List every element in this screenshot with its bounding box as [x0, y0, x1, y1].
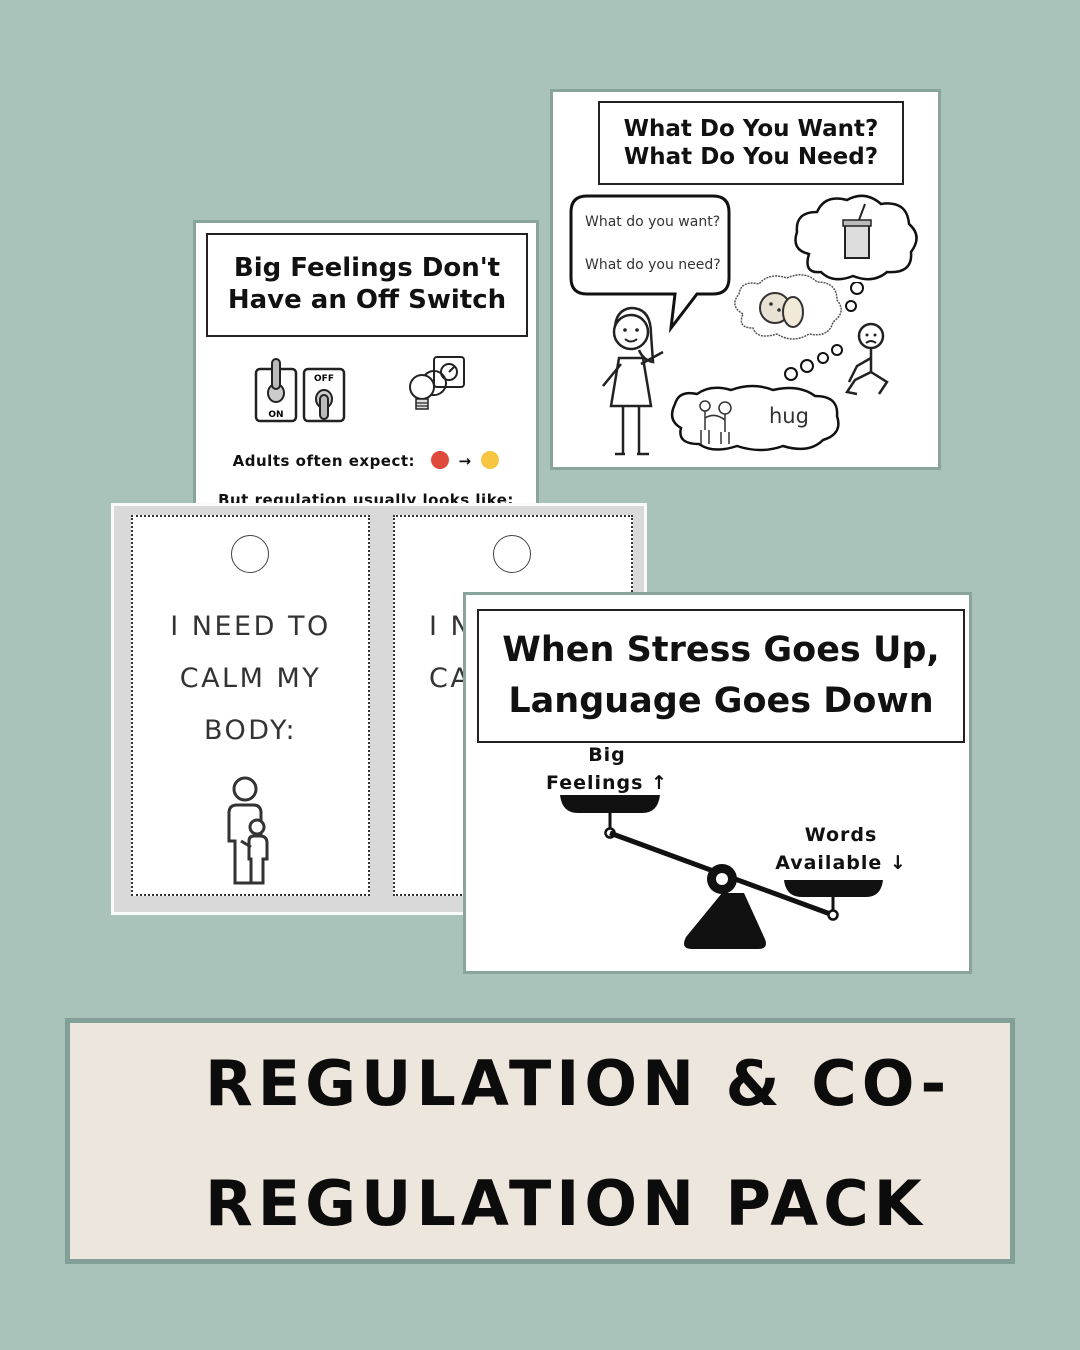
- title-line-1: When Stress Goes Up,: [502, 630, 940, 671]
- dimmer-bulb-icon: [409, 356, 465, 410]
- pack-title-banner: REGULATION & CO- REGULATION PACK: [65, 1018, 1015, 1264]
- words-available-label: Words Available ↓: [766, 821, 916, 877]
- banner-line-2: REGULATION PACK: [205, 1167, 927, 1240]
- card-stress-language: When Stress Goes Up, Language Goes Down …: [463, 592, 972, 974]
- adults-expect-text: Adults often expect:: [232, 452, 416, 470]
- hanger-text-left: I NEED TO CALM MY BODY:: [133, 601, 368, 757]
- thought-dots-icon: [784, 344, 843, 381]
- parent-child-icon: [227, 776, 269, 885]
- card-title: When Stress Goes Up, Language Goes Down: [477, 609, 965, 743]
- on-off-switch-icon: ON OFF: [254, 358, 346, 423]
- speech-bubble-icon: [569, 194, 731, 334]
- words-line-1: Words: [804, 824, 878, 846]
- words-line-2: Available ↓: [775, 852, 907, 874]
- title-line-2: What Do You Need?: [623, 144, 879, 170]
- card-want-need: What Do You Want? What Do You Need? What…: [550, 89, 941, 470]
- stick-figure-girl-icon: [602, 306, 664, 456]
- thought-dots-icon: [845, 282, 864, 312]
- bubble-question-need: What do you need?: [585, 257, 721, 273]
- hanger-line: CALM MY: [179, 663, 322, 694]
- switch-on-label: ON: [268, 410, 283, 420]
- hanger-line: BODY:: [203, 715, 298, 746]
- switch-off-label: OFF: [314, 374, 334, 384]
- title-line-1: Big Feelings Don't: [233, 253, 501, 284]
- big-feelings-label: Big Feelings ↑: [536, 741, 678, 797]
- arrow-right-icon: →: [458, 452, 472, 470]
- thought-cloud-hug-icon: [670, 384, 840, 452]
- title-line-2: Have an Off Switch: [227, 285, 507, 315]
- banner-line-1: REGULATION & CO-: [205, 1047, 952, 1120]
- title-line-1: What Do You Want?: [623, 115, 879, 142]
- thought-cloud-food-icon: [734, 274, 842, 340]
- hanger-hole: [493, 535, 531, 573]
- angry-face-icon: [430, 451, 449, 469]
- smiling-face-icon: [481, 451, 500, 469]
- hanger-hole: [231, 535, 269, 573]
- adults-expect-line: Adults often expect: →: [196, 451, 536, 470]
- card-big-feelings: Big Feelings Don't Have an Off Switch ON…: [193, 220, 539, 520]
- card-title: What Do You Want? What Do You Need?: [598, 101, 904, 185]
- hanger-line: I NEED TO: [170, 611, 331, 642]
- big-feelings-line-1: Big: [588, 744, 626, 766]
- seesaw-scale-icon: [560, 795, 883, 949]
- big-feelings-line-2: Feelings ↑: [546, 772, 668, 794]
- hug-label: hug: [769, 404, 809, 428]
- sad-sitting-child-icon: [844, 322, 889, 396]
- hanger-line: CA: [429, 663, 472, 694]
- card-title: Big Feelings Don't Have an Off Switch: [206, 233, 528, 337]
- door-hanger-left: I NEED TO CALM MY BODY:: [131, 515, 370, 896]
- bubble-question-want: What do you want?: [585, 214, 721, 230]
- thought-cloud-drink-icon: [794, 194, 918, 281]
- title-line-2: Language Goes Down: [508, 681, 934, 721]
